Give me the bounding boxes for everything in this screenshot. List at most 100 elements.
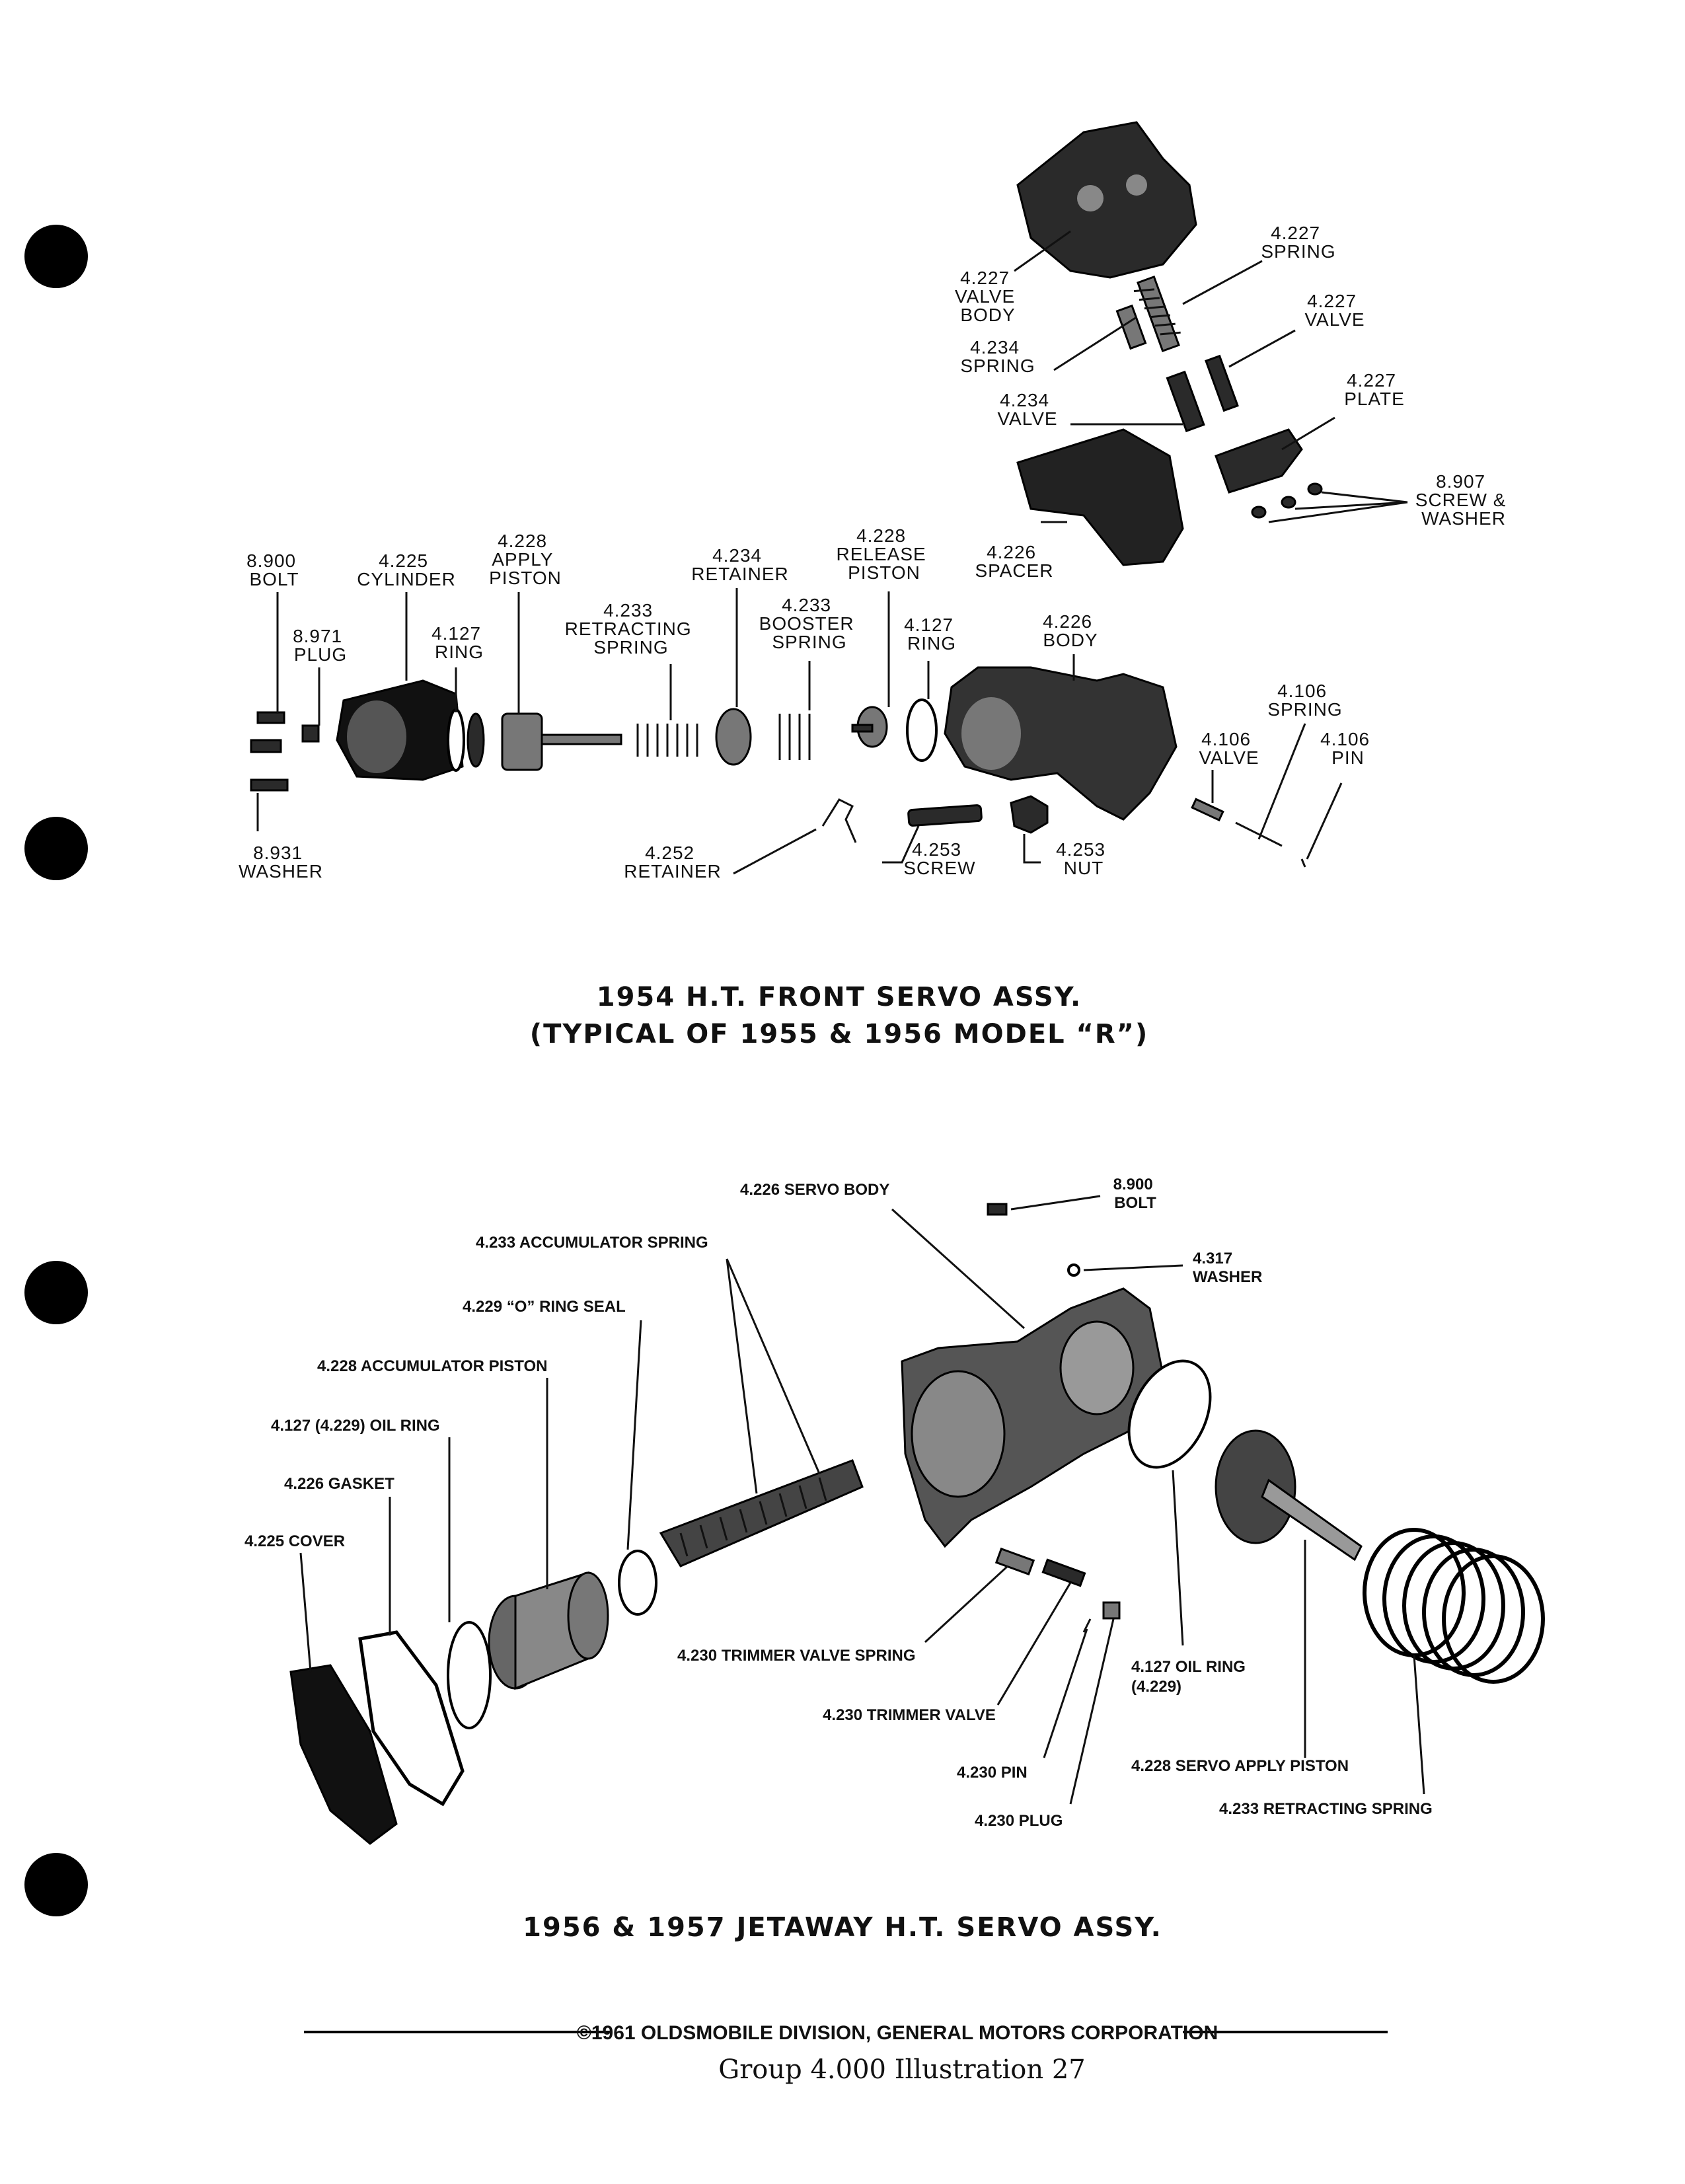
d1-spring-4106-part [1235, 821, 1283, 847]
footer-copyright: ©1961 OLDSMOBILE DIVISION, GENERAL MOTOR… [577, 2022, 1218, 2044]
d2-label-servo-body: 4.226 SERVO BODY [740, 1181, 889, 1199]
d2-labels: 4.226 SERVO BODY 8.900 BOLT 4.317 WASHER… [244, 1176, 1433, 1830]
d1-label-screw-4253: 4.253 SCREW [903, 839, 975, 878]
binder-hole-4 [24, 1853, 88, 1916]
d2-label-oil-ring-right: 4.127 OIL RING (4.229) [1131, 1658, 1250, 1696]
d2-label-retracting-spring: 4.233 RETRACTING SPRING [1219, 1800, 1433, 1818]
d1-retracting-spring-part [636, 724, 698, 757]
d1-cylinder-face [347, 700, 406, 773]
d2-cover-part [289, 1664, 398, 1845]
d2-parts [289, 1203, 1545, 1845]
d1-label-cylinder: 4.225 CYLINDER [357, 550, 456, 589]
d1-spring-4234-part [1115, 304, 1147, 350]
diagram-1954-front-servo: 4.227 VALVE BODY 4.227 SPRING 4.227 VALV… [239, 121, 1512, 1049]
d1-body-bore [961, 697, 1021, 770]
d2-label-accumulator-spring: 4.233 ACCUMULATOR SPRING [476, 1234, 708, 1252]
d1-title-line-2: (TYPICAL OF 1955 & 1956 MODEL “R”) [530, 1019, 1148, 1049]
d1-label-body: 4.226 BODY [1043, 611, 1098, 650]
d1-valve-body-part [1016, 121, 1197, 279]
d2-title: 1956 & 1957 JETAWAY H.T. SERVO ASSY. [523, 1912, 1162, 1943]
d2-label-cover: 4.225 COVER [244, 1532, 345, 1550]
d1-retainer-4252-part [821, 798, 857, 843]
d1-label-plate-4227: 4.227 PLATE [1344, 370, 1405, 409]
d2-gasket-part [358, 1630, 465, 1807]
d1-label-apply-piston: 4.228 APPLY PISTON [489, 531, 562, 588]
d2-servo-apply-piston-part [1215, 1429, 1363, 1562]
d1-valve-4106-part [1191, 798, 1224, 822]
d1-label-retracting-spring: 4.233 RETRACTING SPRING [565, 600, 698, 658]
footer: ©1961 OLDSMOBILE DIVISION, GENERAL MOTOR… [304, 2022, 1388, 2085]
d1-screw-4253-part [907, 804, 983, 827]
d2-pin-part [1082, 1618, 1092, 1633]
d1-label-retainer-4252: 4.252 RETAINER [624, 843, 722, 882]
d2-label-o-ring-seal: 4.229 “O” RING SEAL [463, 1298, 626, 1316]
d2-label-oil-ring-left: 4.127 (4.229) OIL RING [271, 1417, 440, 1435]
d1-label-ring-left: 4.127 RING [431, 623, 487, 662]
d2-accumulator-spring-part [659, 1459, 864, 1567]
d1-screw-washer-parts [1251, 482, 1323, 519]
d1-spring-4227-part [1133, 275, 1181, 353]
d1-title-line-1: 1954 H.T. FRONT SERVO ASSY. [597, 982, 1082, 1012]
d2-plug-part [1102, 1601, 1121, 1620]
footer-group-illustration: Group 4.000 Illustration 27 [718, 2054, 1086, 2085]
d1-parts [250, 121, 1323, 868]
d2-label-trimmer-valve: 4.230 TRIMMER VALVE [823, 1706, 996, 1724]
binder-holes [24, 225, 88, 1916]
d2-label-gasket: 4.226 GASKET [284, 1475, 394, 1493]
d1-label-spring-4227: 4.227 SPRING [1261, 223, 1335, 262]
d1-label-plug: 8.971 PLUG [293, 626, 348, 665]
d1-label-spring-4234: 4.234 SPRING [960, 337, 1035, 376]
d2-label-trimmer-valve-spring: 4.230 TRIMMER VALVE SPRING [677, 1647, 916, 1665]
d1-valve-body-bore [1077, 185, 1104, 211]
d1-bolt-parts [250, 711, 289, 792]
d2-bolt-part [987, 1203, 1008, 1216]
d2-servo-body-bore-2 [1059, 1320, 1135, 1415]
d1-nut-part [1010, 795, 1049, 834]
d1-label-release-piston: 4.228 RELEASE PISTON [837, 525, 932, 583]
d2-label-washer: 4.317 WASHER [1193, 1250, 1262, 1286]
d2-label-accumulator-piston: 4.228 ACCUMULATOR PISTON [317, 1357, 548, 1375]
d2-retracting-spring-part [1363, 1528, 1545, 1684]
d1-ring-left-part [447, 708, 465, 772]
d1-label-retainer-4234: 4.234 RETAINER [691, 545, 789, 584]
d2-trimmer-valve-part [1041, 1558, 1086, 1587]
d2-trimmer-valve-spring-part [994, 1547, 1035, 1576]
d1-label-valve-4227: 4.227 VALVE [1304, 291, 1365, 330]
d1-booster-spring-part [778, 714, 811, 760]
d2-label-pin: 4.230 PIN [957, 1764, 1028, 1782]
diagram-1956-jetaway-servo: 4.226 SERVO BODY 8.900 BOLT 4.317 WASHER… [244, 1176, 1545, 1943]
d1-label-valve-body: 4.227 VALVE BODY [955, 268, 1021, 325]
binder-hole-3 [24, 1261, 88, 1324]
d1-label-valve-4106: 4.106 VALVE [1199, 729, 1259, 768]
d2-oil-ring-right-part [1127, 1359, 1212, 1469]
d2-label-servo-apply-piston: 4.228 SERVO APPLY PISTON [1131, 1757, 1349, 1775]
d1-label-ring-right: 4.127 RING [904, 615, 959, 654]
d1-valve-4227-part [1205, 354, 1239, 412]
d2-accumulator-piston-part [488, 1571, 609, 1690]
d1-label-nut-4253: 4.253 NUT [1056, 839, 1111, 878]
d1-plug-part [301, 724, 320, 743]
d1-label-spring-4106: 4.106 SPRING [1267, 681, 1342, 720]
d1-retainer-4234-part [715, 708, 752, 766]
d1-ring-right-part [906, 698, 938, 762]
d1-release-piston-part [851, 706, 888, 748]
d1-label-pin-4106: 4.106 PIN [1320, 729, 1376, 768]
d1-label-spacer: 4.226 SPACER [975, 542, 1053, 581]
d1-label-washer: 8.931 WASHER [239, 843, 323, 882]
d2-label-plug: 4.230 PLUG [975, 1812, 1063, 1830]
binder-hole-1 [24, 225, 88, 288]
d2-leader-lines [299, 1195, 1425, 1805]
d1-leader-lines [256, 230, 1408, 875]
d1-labels: 4.227 VALVE BODY 4.227 SPRING 4.227 VALV… [239, 223, 1512, 882]
d2-o-ring-seal-part [618, 1550, 657, 1616]
d1-valve-4234-part [1166, 370, 1205, 433]
d1-pin-4106-part [1300, 858, 1306, 868]
d1-label-screw-washer: 8.907 SCREW & WASHER [1415, 471, 1512, 529]
d1-label-valve-4234: 4.234 VALVE [997, 390, 1057, 429]
d2-oil-ring-left-part [447, 1621, 492, 1729]
d2-washer-part [1067, 1263, 1080, 1277]
d1-apply-piston-part [467, 712, 622, 771]
d1-label-bolt: 8.900 BOLT [246, 550, 302, 589]
